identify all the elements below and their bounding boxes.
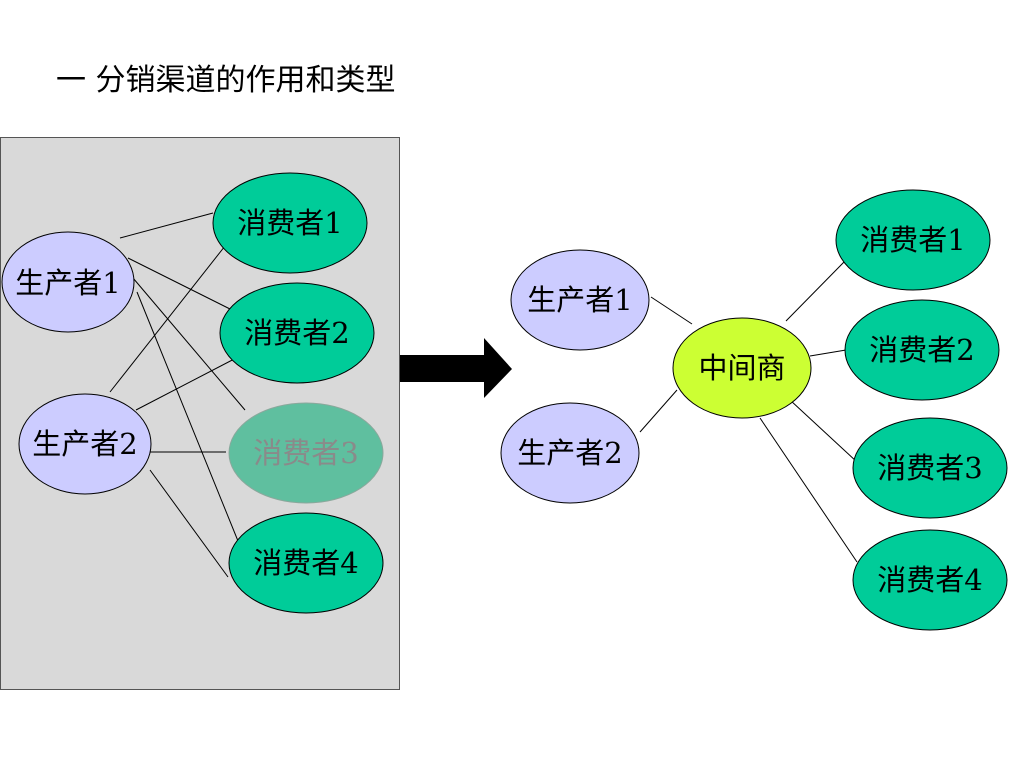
consumer-label: 消费者3 [253, 436, 358, 470]
right-connectors [639, 261, 858, 563]
consumer-label: 消费者2 [869, 333, 974, 367]
consumer-node [835, 189, 991, 291]
consumer-node [852, 417, 1008, 519]
producer-label: 生产者1 [15, 266, 120, 300]
connector-p2-c2 [135, 355, 241, 411]
right-consumer-3: 消费者3 [852, 417, 1008, 519]
connector-p1-c1 [119, 212, 214, 239]
consumer-label: 消费者3 [877, 451, 982, 485]
consumer-label: 消费者4 [877, 563, 982, 597]
connector-p2-c4 [149, 469, 229, 578]
left-producer-1: 生产者1 [1, 231, 135, 333]
connector-p1-c2 [127, 257, 233, 311]
left-consumer-1: 消费者1 [212, 172, 368, 274]
page-title: 一 分销渠道的作用和类型 [56, 63, 396, 98]
right-producer-2: 生产者2 [500, 402, 640, 504]
producer-label: 生产者2 [517, 436, 622, 470]
consumer-label: 消费者1 [860, 223, 965, 257]
connector-p2-c1 [109, 245, 226, 393]
connector-mid-c1 [785, 261, 845, 322]
consumer-node [844, 299, 1000, 401]
transition-arrow [400, 338, 512, 398]
left-consumer-3-faded: 消费者3 [228, 402, 384, 504]
connector-p1-mid [650, 296, 693, 325]
consumer-node [228, 512, 384, 614]
consumer-label: 消费者4 [253, 546, 358, 580]
middleman-label: 中间商 [698, 351, 785, 385]
connector-mid-c4 [759, 417, 858, 563]
left-producer-2: 生产者2 [18, 393, 152, 495]
consumer-node [219, 282, 375, 384]
consumer-node [228, 402, 384, 504]
consumer-node [852, 529, 1008, 631]
right-producer-1: 生产者1 [510, 249, 650, 351]
connector-p1-c4 [136, 291, 239, 542]
middleman: 中间商 [672, 317, 812, 419]
right-consumer-1: 消费者1 [835, 189, 991, 291]
consumer-label: 消费者1 [237, 206, 342, 240]
left-connectors [109, 212, 246, 578]
middleman-node [672, 317, 812, 419]
producer-label: 生产者1 [527, 283, 632, 317]
consumer-label: 消费者2 [244, 316, 349, 350]
consumer-node [212, 172, 368, 274]
connector-p1-c3 [132, 277, 246, 411]
producer-node [510, 249, 650, 351]
right-consumer-4: 消费者4 [852, 529, 1008, 631]
left-consumer-2: 消费者2 [219, 282, 375, 384]
connector-p2-mid [639, 389, 678, 433]
producer-label: 生产者2 [32, 427, 137, 461]
producer-node [500, 402, 640, 504]
right-consumer-2: 消费者2 [844, 299, 1000, 401]
producer-node [18, 393, 152, 495]
left-consumer-4: 消费者4 [228, 512, 384, 614]
producer-node [1, 231, 135, 333]
connector-mid-c2 [809, 349, 847, 357]
connector-mid-c3 [789, 399, 858, 463]
